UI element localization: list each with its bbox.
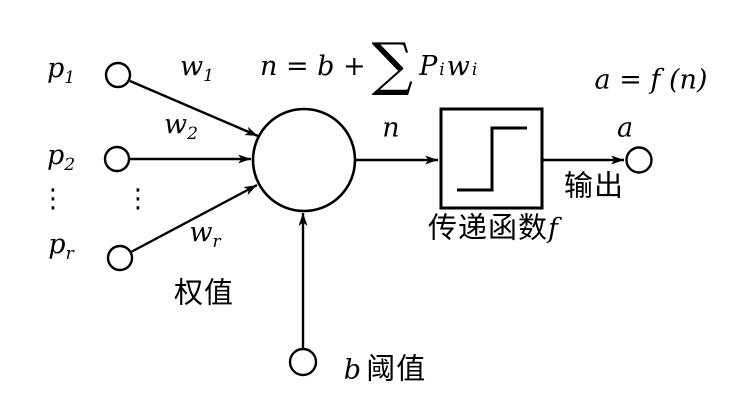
net-signal-label: n bbox=[382, 112, 400, 144]
input-label-1-sub: 1 bbox=[64, 68, 76, 88]
weights-caption: 权值 bbox=[173, 275, 235, 310]
output-formula: a = f (n) bbox=[594, 64, 708, 96]
sigma-symbol: ∑ bbox=[371, 29, 414, 98]
bias-caption-cn: 阈值 bbox=[366, 351, 427, 386]
output-node bbox=[625, 146, 653, 174]
weight-arrow-r bbox=[130, 183, 258, 254]
transfer-function-caption-cn: 传递函数 bbox=[427, 210, 549, 245]
weight-label-2: w2 bbox=[164, 111, 198, 143]
weight-label-r-base: w bbox=[189, 217, 213, 248]
weight-label-1-sub: 1 bbox=[203, 66, 214, 86]
sum-term-w-sub: i bbox=[471, 59, 478, 80]
transfer-function-caption-f: f bbox=[548, 213, 559, 245]
input-label-r-base: p bbox=[48, 229, 66, 260]
weight-arrow-1 bbox=[129, 79, 259, 138]
bias-caption: b 阈值 bbox=[343, 351, 427, 386]
input-label-r: pr bbox=[48, 231, 73, 263]
sum-term-p-sub: i bbox=[439, 59, 445, 80]
input-label-1-base: p bbox=[46, 53, 65, 84]
ellipsis-input-labels: ⋮ bbox=[40, 184, 66, 214]
input-label-1: p1 bbox=[47, 55, 75, 87]
input-node-1 bbox=[104, 61, 132, 89]
step-function-curve bbox=[457, 126, 527, 192]
input-node-r bbox=[106, 244, 134, 272]
input-label-2: p2 bbox=[47, 142, 75, 174]
weight-label-r: wr bbox=[189, 219, 220, 251]
input-label-r-sub: r bbox=[65, 244, 74, 264]
weight-label-1-base: w bbox=[180, 51, 204, 82]
output-caption: 输出 bbox=[563, 168, 625, 203]
sum-term-p: P bbox=[419, 50, 438, 82]
neuron-body bbox=[251, 107, 357, 213]
transfer-function-caption: 传递函数f bbox=[427, 210, 559, 245]
weight-label-r-sub: r bbox=[212, 232, 221, 252]
output-signal-label: a bbox=[616, 112, 634, 144]
input-node-2 bbox=[103, 145, 131, 173]
weight-label-2-sub: 2 bbox=[187, 124, 198, 144]
bias-node bbox=[288, 347, 318, 377]
input-label-2-base: p bbox=[46, 140, 65, 171]
input-label-2-sub: 2 bbox=[64, 155, 76, 175]
sum-term-w: w bbox=[446, 50, 470, 82]
weight-label-2-base: w bbox=[164, 109, 188, 140]
ellipsis-input-nodes: ⋮ bbox=[125, 184, 151, 214]
weight-label-1: w1 bbox=[180, 53, 214, 85]
bias-caption-b: b bbox=[343, 354, 362, 386]
net-formula-prefix: n = b + bbox=[260, 50, 366, 82]
